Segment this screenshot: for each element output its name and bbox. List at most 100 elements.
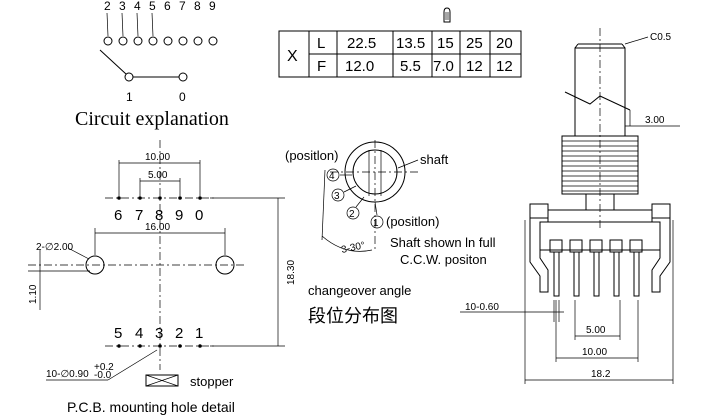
spec-table: X L F 22.5 13.5 15 25 20 12.0 5.5 7.0 12… — [278, 7, 522, 78]
side-dim-pin: 10-0.60 — [465, 302, 499, 313]
contact-circle — [208, 36, 218, 46]
common-contact-circle — [124, 72, 134, 82]
terminal-pin — [633, 251, 640, 297]
table-key-f: F — [317, 58, 326, 75]
changeover-angle-value: 3-30° — [340, 240, 366, 256]
side-view: C0.5 3.00 — [460, 28, 680, 384]
pcb-dim-1-10: 1.10 — [28, 284, 39, 304]
side-dim-5: 5.00 — [586, 325, 606, 336]
terminal-pin — [593, 251, 600, 297]
pcb-pin-2: 2 — [175, 325, 183, 342]
stopper-symbol — [145, 374, 179, 387]
position-note-line1: Shaft shown ln full — [390, 235, 496, 250]
pcb-hole — [178, 344, 182, 348]
terminal-pin — [573, 251, 580, 297]
table-key-l: L — [317, 35, 325, 52]
table-cell: 22.5 — [347, 35, 376, 52]
table-cell: 5.5 — [400, 58, 421, 75]
circuit-pin-label-4: 4 — [134, 0, 141, 13]
pcb-pin-7: 7 — [135, 207, 143, 224]
contact-circle — [118, 36, 128, 46]
svg-text:3: 3 — [334, 191, 340, 202]
pcb-pin-8: 8 — [155, 207, 163, 224]
table-cell: 12.0 — [345, 58, 374, 75]
table-cell: 25 — [466, 35, 483, 52]
circuit-pin-label-5: 5 — [149, 0, 156, 13]
pcb-pin-0: 0 — [195, 207, 203, 224]
pcb-hole-spec: 10-∅0.90 — [46, 369, 89, 380]
circuit-pin-label-6: 6 — [164, 0, 171, 13]
pcb-hole-tol-minus: -0.0 — [94, 370, 112, 381]
side-dim-10: 10.00 — [582, 347, 607, 358]
svg-text:2: 2 — [349, 209, 355, 220]
position-label-bottom: (positlon) — [386, 214, 439, 229]
circuit-pin-label-2: 2 — [104, 0, 111, 13]
pcb-pin-1: 1 — [195, 325, 203, 342]
pcb-caption: P.C.B. mounting hole detail — [67, 399, 235, 415]
common-contact-circle — [178, 72, 188, 82]
contact-circle — [193, 36, 203, 46]
svg-text:1: 1 — [373, 218, 379, 229]
mounting-hole — [215, 255, 235, 275]
side-dim-18-2: 18.2 — [591, 369, 611, 380]
pcb-pin-4: 4 — [135, 325, 143, 342]
pcb-dim-18-30: 18.30 — [286, 260, 297, 285]
side-dim-3: 3.00 — [645, 115, 665, 126]
position-note-line2: C.C.W. positon — [400, 252, 487, 267]
pcb-pin-3: 3 — [155, 325, 163, 342]
contact-circle — [163, 36, 173, 46]
position-marker-2: 2 — [346, 206, 360, 220]
table-cell: 20 — [496, 35, 513, 52]
table-cell: 13.5 — [396, 35, 425, 52]
pcb-dim-10: 10.00 — [145, 152, 170, 163]
position-diagram: (positlon) shaft 4 3 2 1 (positlon) — [285, 140, 496, 326]
circuit-pin-label-7: 7 — [179, 0, 186, 13]
contact-circle — [133, 36, 143, 46]
contact-circle — [103, 36, 113, 46]
pcb-hole — [117, 196, 121, 200]
shaft-label: shaft — [420, 152, 449, 167]
common-label-1: 1 — [126, 90, 133, 104]
contact-circle — [148, 36, 158, 46]
pcb-dim-5: 5.00 — [148, 170, 168, 181]
pcb-detail: 10.00 5.00 6 7 8 9 0 16.00 2-∅2.00 — [28, 140, 297, 415]
pcb-pin-9: 9 — [175, 207, 183, 224]
chamfer-label: C0.5 — [650, 32, 672, 43]
circuit-pin-label-8: 8 — [194, 0, 201, 13]
common-label-0: 0 — [179, 90, 186, 104]
circuit-pin-label-3: 3 — [119, 0, 126, 13]
pcb-hole — [158, 344, 162, 348]
terminal-pin — [613, 251, 620, 297]
pcb-hole — [198, 344, 202, 348]
svg-text:4: 4 — [329, 171, 335, 182]
pcb-hole-tol-plus: +0.2 — [94, 362, 114, 373]
table-row-header: X — [287, 48, 298, 65]
table-cell: 12 — [466, 58, 483, 75]
terminal-pin — [553, 251, 560, 297]
hand-pointer-icon — [443, 7, 451, 23]
pcb-pin-5: 5 — [114, 325, 122, 342]
pcb-dim-16: 16.00 — [145, 222, 170, 233]
changeover-label: changeover angle — [308, 283, 411, 298]
pcb-hole — [138, 344, 142, 348]
position-marker-3: 3 — [331, 188, 345, 202]
pcb-pin-6: 6 — [114, 207, 122, 224]
position-label-top: (positlon) — [285, 148, 338, 163]
position-marker-1: 1 — [370, 215, 384, 229]
table-cell: 12 — [496, 58, 513, 75]
pcb-hole — [117, 344, 121, 348]
pcb-hole-label: 2-∅2.00 — [36, 242, 74, 253]
pcb-hole — [198, 196, 202, 200]
position-marker-4: 4 — [326, 168, 340, 182]
circuit-title: Circuit explanation — [75, 108, 229, 130]
wiper-arm — [99, 49, 127, 75]
table-cell: 15 — [437, 35, 454, 52]
circuit-diagram: 2 3 4 5 6 7 8 9 1 0 Circuit explanation — [75, 0, 229, 130]
chinese-title: 段位分布图 — [308, 306, 398, 326]
table-cell: 7.0 — [433, 58, 454, 75]
mounting-hole — [85, 255, 105, 275]
circuit-pin-label-9: 9 — [209, 0, 216, 13]
contact-circle — [178, 36, 188, 46]
stopper-label: stopper — [190, 374, 234, 389]
